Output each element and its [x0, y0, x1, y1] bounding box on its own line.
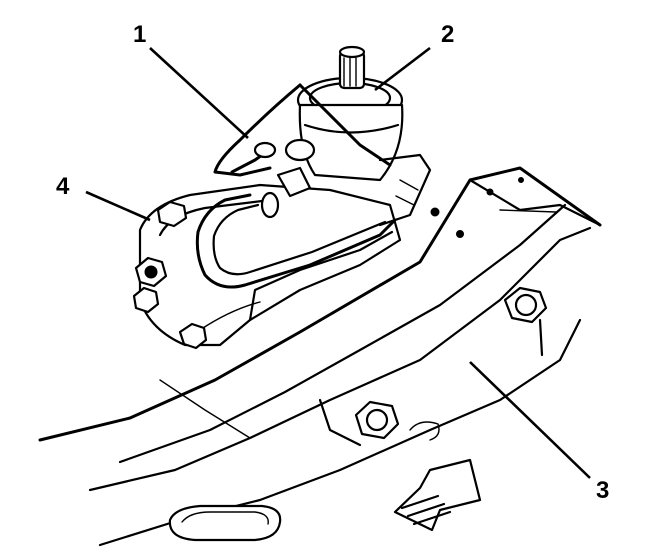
reservoir — [296, 45, 432, 227]
callout-1: 1 — [133, 21, 147, 48]
leader-lines — [85, 46, 591, 479]
frame-bolts — [354, 286, 548, 441]
callout-4: 4 — [56, 173, 70, 200]
leader-line-4 — [85, 190, 151, 222]
callout-2: 2 — [441, 21, 455, 48]
callout-3: 3 — [596, 477, 610, 504]
leader-line-3 — [469, 361, 591, 479]
frame-rail — [38, 166, 602, 547]
hydraulic-lines — [195, 83, 397, 289]
leader-line-2 — [374, 46, 431, 92]
leader-line-1 — [149, 47, 249, 139]
